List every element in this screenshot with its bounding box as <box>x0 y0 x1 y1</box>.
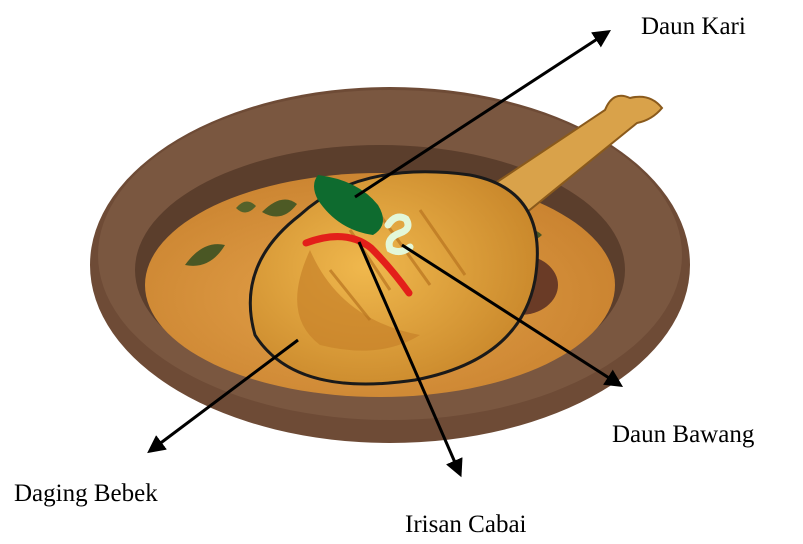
label-irisan-cabai: Irisan Cabai <box>405 512 526 537</box>
label-daging-bebek: Daging Bebek <box>14 481 158 506</box>
label-daun-bawang: Daun Bawang <box>612 422 754 447</box>
label-daun-kari: Daun Kari <box>641 14 746 39</box>
